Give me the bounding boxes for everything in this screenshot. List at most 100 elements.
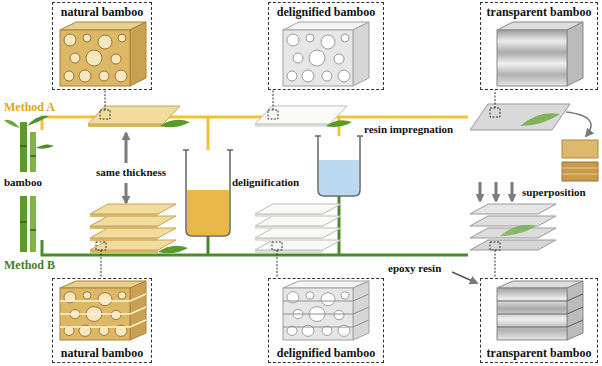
delignified-bamboo-block [283, 30, 353, 86]
transparent-bamboo-block [497, 30, 567, 86]
plant-label: bamboo [4, 176, 42, 189]
bamboo-plant [30, 132, 36, 172]
zoom-marker [273, 90, 274, 110]
bamboo-plant [27, 116, 49, 126]
zoom-marker [490, 242, 500, 250]
epoxy-pointer [452, 272, 477, 283]
zoom-marker [96, 242, 106, 250]
natural-bamboo-layers [60, 294, 146, 327]
zoom-marker [100, 110, 110, 119]
natural-slab [88, 106, 180, 124]
transparent-slab [520, 113, 560, 126]
natural-bamboo-block [60, 30, 130, 86]
resin-beaker [319, 160, 359, 195]
natural-bamboo-block [64, 34, 127, 82]
transparent-stack [470, 204, 556, 214]
delignification-beaker [183, 150, 233, 236]
natural-bamboo-layers [60, 281, 146, 340]
bamboo-plant [20, 196, 27, 252]
sample-frame: natural bamboo [52, 2, 152, 90]
transparent-bamboo-layers [497, 281, 583, 340]
resin-beaker [315, 135, 363, 137]
transparent-stack [470, 216, 556, 226]
delignification-beaker [186, 150, 230, 236]
delignified-bamboo-block [287, 34, 350, 82]
method-b-line [42, 240, 468, 255]
natural-stack [158, 246, 188, 254]
step-label: same thickness [96, 166, 166, 179]
bamboo-plant [36, 144, 54, 148]
delignified-bamboo-block [283, 22, 369, 86]
bamboo-plant [30, 196, 36, 252]
sample-heading: delignified bamboo [272, 346, 380, 360]
transparent-stack [470, 240, 556, 250]
method-label: Method A [4, 101, 55, 114]
bamboo-plant [4, 120, 20, 128]
superposition-arrow [511, 182, 514, 201]
thickness-arrow [125, 133, 128, 163]
superposition-arrow [479, 182, 482, 201]
method-b-line [207, 236, 210, 255]
delignified-stack [255, 240, 341, 250]
method-b-line [42, 196, 468, 255]
delignified-stack [255, 204, 341, 214]
sample-heading: transparent bamboo [484, 5, 594, 19]
transparent-bamboo-block [497, 22, 583, 86]
bamboo-plant [4, 116, 54, 252]
zoom-marker [277, 250, 278, 278]
method-a-line [207, 117, 210, 150]
sample-frame: transparent bamboo [480, 278, 598, 363]
delignification-beaker [187, 190, 229, 235]
delignification-beaker [183, 149, 233, 151]
delignified-bamboo-layers [283, 281, 369, 340]
sample-photo [562, 168, 598, 174]
zoom-marker [268, 110, 278, 119]
delignified-stack [255, 204, 341, 253]
delignified-stack [255, 216, 341, 226]
natural-stack [90, 240, 176, 250]
resin-beaker [318, 136, 360, 196]
transparent-stack [500, 225, 536, 236]
superposition-arrow [480, 182, 512, 201]
zoom-marker [101, 250, 102, 278]
transparent-bamboo-layers [497, 294, 583, 327]
transparent-slab [470, 104, 591, 136]
delignified-slab [255, 106, 352, 127]
zoom-marker [490, 108, 500, 117]
sample-frame: delignified bamboo [268, 278, 384, 363]
bamboo-plant [20, 122, 27, 172]
natural-bamboo-block [130, 22, 146, 86]
method-label: Method B [4, 259, 55, 272]
delignified-slab [326, 120, 352, 127]
sample-photo [562, 140, 598, 181]
sample-heading: natural bamboo [56, 346, 148, 360]
natural-stack [90, 228, 176, 238]
delignified-stack [255, 228, 341, 238]
natural-bamboo-block [60, 22, 146, 86]
zoom-marker [105, 90, 106, 110]
resin-beaker [315, 136, 363, 196]
natural-stack [90, 216, 176, 226]
transparent-slab [566, 112, 591, 136]
sample-photo [562, 162, 598, 181]
sample-frame: delignified bamboo [268, 2, 384, 90]
transparent-stack [470, 204, 556, 250]
step-label: resin impregnation [364, 123, 453, 136]
natural-stack [90, 204, 188, 253]
zoom-marker [495, 250, 496, 278]
step-label: delignification [232, 176, 299, 189]
sample-heading: transparent bamboo [484, 346, 594, 360]
sample-frame: natural bamboo [52, 278, 152, 363]
natural-slab [88, 106, 190, 127]
transparent-slab [470, 104, 570, 130]
superposition-arrow [495, 182, 498, 201]
sample-heading: delignified bamboo [272, 5, 380, 19]
epoxy-pointer [452, 272, 477, 283]
material-label: epoxy resin [388, 262, 441, 275]
sample-frame: transparent bamboo [480, 2, 598, 90]
transparent-bamboo-block [567, 22, 583, 86]
thickness-arrow [125, 183, 128, 203]
zoom-marker [272, 242, 282, 250]
